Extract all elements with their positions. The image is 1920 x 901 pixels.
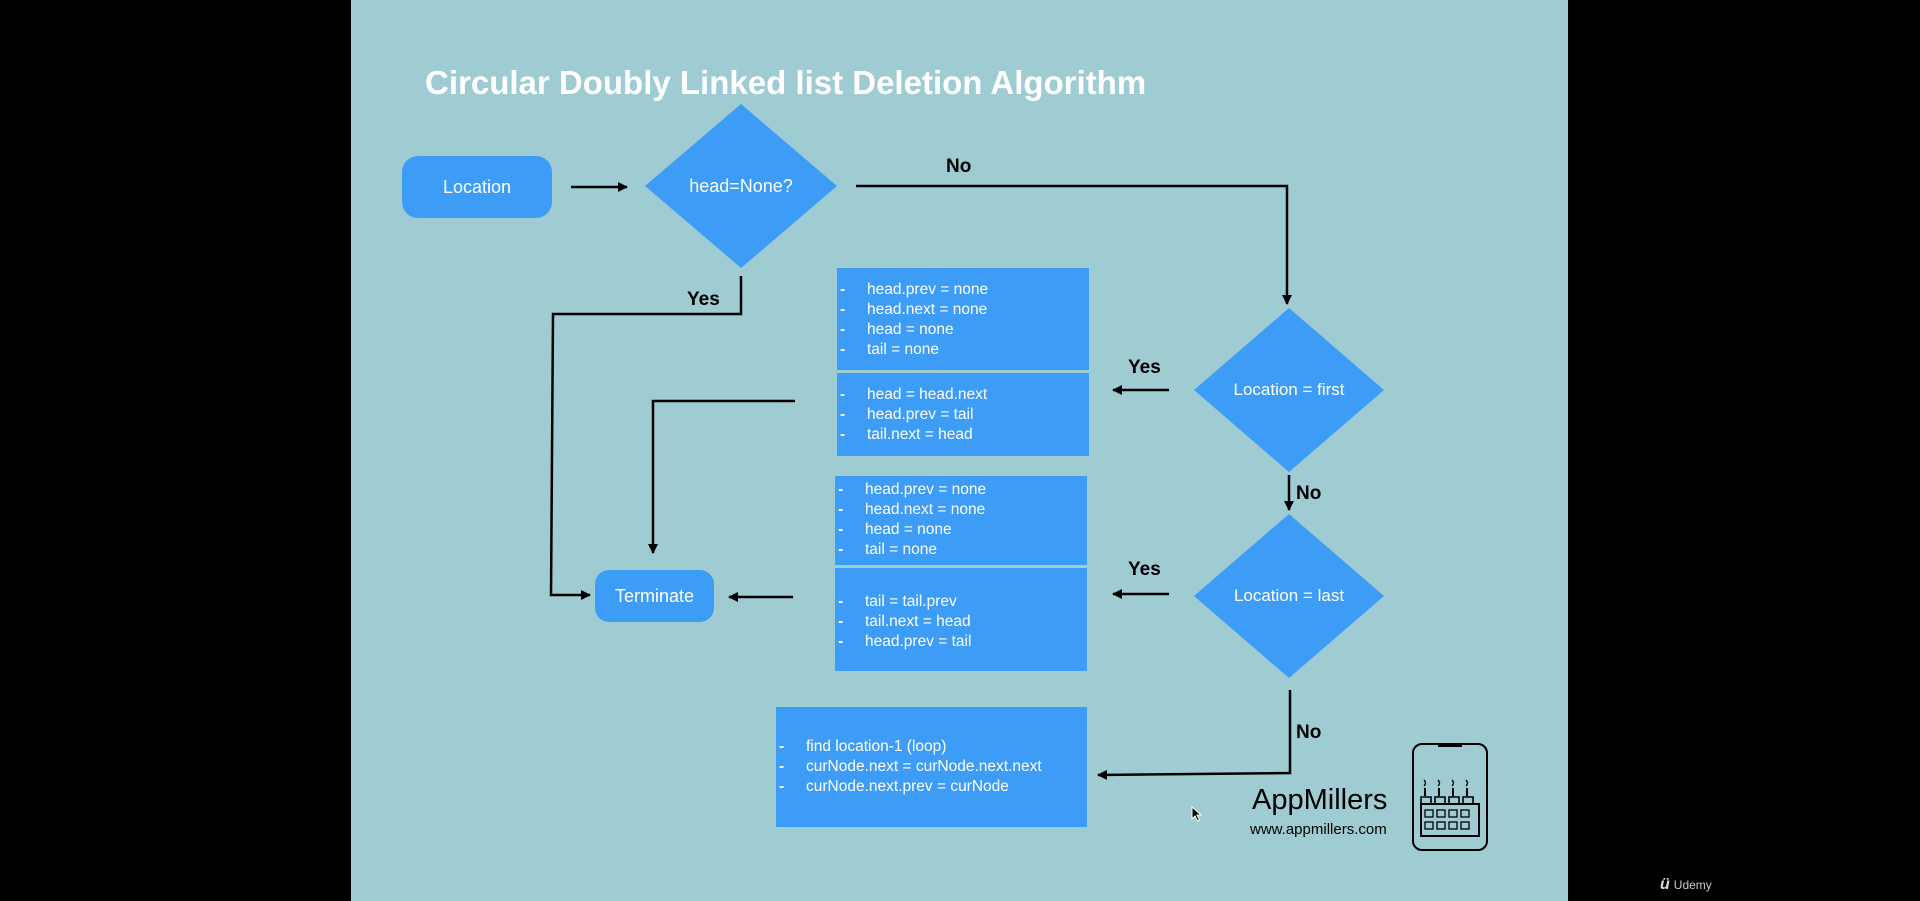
first-single-node-steps: head.prev = nonehead.next = nonehead = n… [840, 280, 1089, 360]
step-item: head.prev = tail [840, 405, 1089, 425]
edge-head-yes [549, 276, 743, 600]
step-item: head = head.next [840, 385, 1089, 405]
edge-label-yes-first: Yes [1128, 357, 1161, 378]
terminate-label: Terminate [614, 585, 695, 606]
step-item: head.next = none [840, 300, 1089, 320]
slide: Circular Doubly Linked list Deletion Alg… [351, 0, 1568, 901]
step-item: tail = tail.prev [838, 592, 1087, 612]
flowchart [402, 104, 1384, 780]
step-item: head.prev = none [840, 280, 1089, 300]
step-item: tail = none [838, 540, 1087, 560]
location-node [402, 156, 552, 218]
head-none-decision [645, 104, 837, 268]
last-single-node-steps: head.prev = nonehead.next = nonehead = n… [838, 480, 1087, 560]
step-item: head.prev = tail [838, 632, 1087, 652]
step-item: find location-1 (loop) [779, 737, 1087, 757]
edge-label-yes-last: Yes [1128, 559, 1161, 580]
step-item: curNode.next.prev = curNode [779, 777, 1087, 797]
step-item: head = none [840, 320, 1089, 340]
step-item: curNode.next = curNode.next.next [779, 757, 1087, 777]
middle-node-box: find location-1 (loop)curNode.next = cur… [776, 707, 1087, 827]
edge-label-yes-head: Yes [687, 289, 720, 310]
edge-label-no-first: No [1296, 483, 1322, 504]
edge-first-to-terminate [648, 399, 795, 554]
factory-logo-icon [1412, 743, 1488, 851]
step-item: head = none [838, 520, 1087, 540]
step-item: tail.next = head [840, 425, 1089, 445]
step-item: head.next = none [838, 500, 1087, 520]
edge-label-no-top: No [946, 156, 972, 177]
udemy-logo-icon: ü [1660, 876, 1670, 893]
location-first-label: Location = first [1233, 380, 1345, 399]
location-last-decision [1194, 514, 1384, 678]
step-item: tail = none [840, 340, 1089, 360]
middle-node-steps: find location-1 (loop)curNode.next = cur… [779, 737, 1087, 797]
slide-title: Circular Doubly Linked list Deletion Alg… [425, 64, 1147, 101]
mouse-cursor-icon [1191, 806, 1203, 822]
edge-head-no [856, 184, 1292, 305]
step-item: head.prev = none [838, 480, 1087, 500]
edge-label-no-last: No [1296, 722, 1322, 743]
first-single-node-box: head.prev = nonehead.next = nonehead = n… [837, 268, 1089, 370]
last-multi-node-steps: tail = tail.prevtail.next = headhead.pre… [838, 592, 1087, 652]
head-none-label: head=None? [689, 175, 793, 196]
terminate-node [595, 570, 714, 622]
last-multi-node-box: tail = tail.prevtail.next = headhead.pre… [835, 568, 1087, 671]
brand-url: www.appmillers.com [1250, 821, 1387, 838]
udemy-label: Udemy [1673, 878, 1712, 892]
brand-name: AppMillers [1252, 784, 1388, 816]
last-single-node-box: head.prev = nonehead.next = nonehead = n… [835, 476, 1087, 565]
udemy-watermark: ü Udemy [1660, 876, 1712, 894]
edge-last-no [1097, 690, 1292, 780]
step-item: tail.next = head [838, 612, 1087, 632]
location-first-decision [1194, 308, 1384, 472]
first-multi-node-steps: head = head.nexthead.prev = tailtail.nex… [840, 385, 1089, 445]
location-last-label: Location = last [1233, 586, 1345, 605]
first-multi-node-box: head = head.nexthead.prev = tailtail.nex… [837, 373, 1089, 456]
location-label: Location [442, 176, 512, 197]
